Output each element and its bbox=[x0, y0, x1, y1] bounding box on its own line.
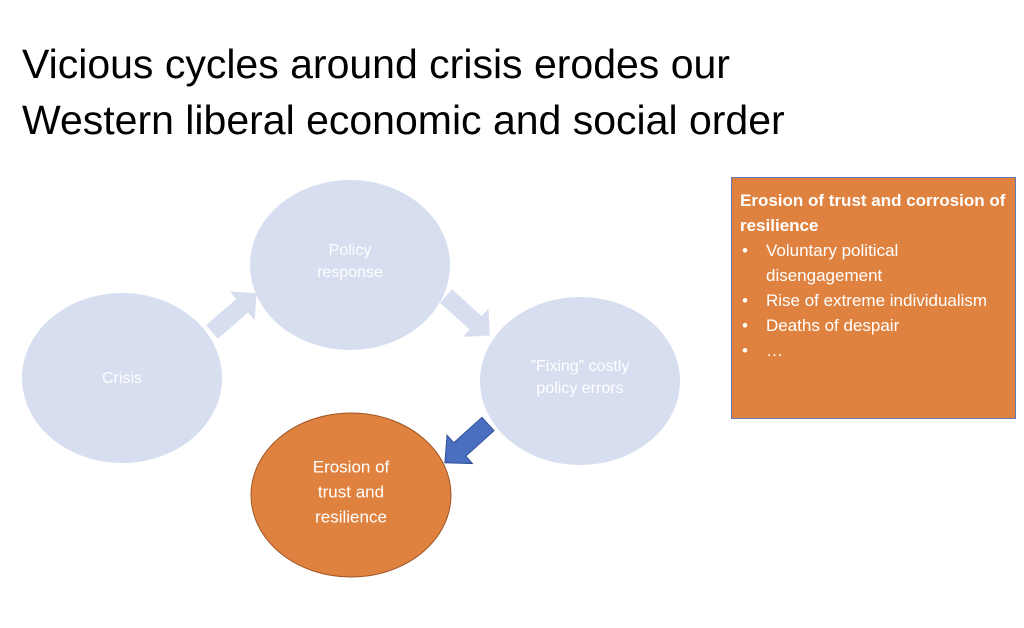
arrow-fixing-to-erosion bbox=[444, 416, 495, 465]
fixing-node bbox=[480, 297, 680, 465]
crisis-node bbox=[22, 293, 222, 463]
list-item: … bbox=[740, 338, 1007, 363]
list-item: Deaths of despair bbox=[740, 313, 1007, 338]
erosion-node bbox=[250, 412, 452, 578]
arrow-crisis-to-policy bbox=[206, 291, 257, 339]
policy-response-node bbox=[250, 180, 450, 350]
box-heading: Erosion of trust and corrosion of resili… bbox=[740, 191, 1006, 235]
crisis-label: Crisis bbox=[102, 370, 142, 387]
list-item: Voluntary political disengagement bbox=[740, 238, 1007, 288]
erosion-detail-box: Erosion of trust and corrosion of resili… bbox=[731, 177, 1016, 419]
arrow-policy-to-fixing bbox=[439, 289, 490, 337]
box-list: Voluntary political disengagement Rise o… bbox=[740, 238, 1007, 363]
list-item: Rise of extreme individualism bbox=[740, 288, 1007, 313]
